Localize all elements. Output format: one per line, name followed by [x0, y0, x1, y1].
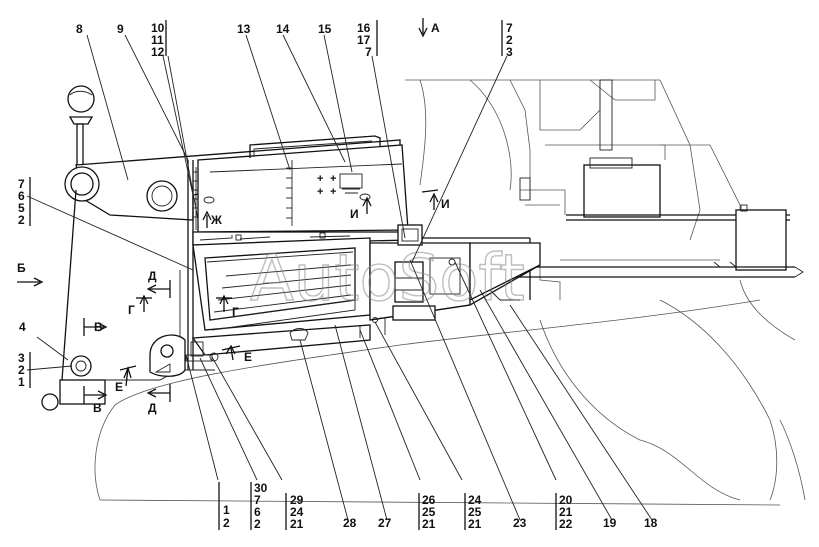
callout-6-bottom: 6: [254, 505, 261, 519]
tool-tray: [192, 231, 411, 331]
callout-17: 17: [357, 33, 371, 47]
callout-27: 27: [378, 516, 392, 530]
callout-22: 22: [559, 517, 573, 531]
view-label-v-top: В: [94, 320, 103, 334]
callout-21-a: 21: [290, 517, 304, 531]
callout-1-left: 1: [18, 375, 25, 389]
view-label-g-left: Г: [128, 303, 135, 317]
callout-4: 4: [19, 320, 26, 334]
callout-6-left: 6: [18, 189, 25, 203]
callout-21-c: 21: [468, 517, 482, 531]
view-label-d-top: Д: [148, 269, 157, 283]
ground-contour: [94, 279, 806, 506]
callout-11: 11: [151, 33, 164, 47]
callout-7-bottom: 7: [254, 493, 261, 507]
view-label-g-right: Г: [232, 305, 239, 319]
callout-15: 15: [318, 22, 332, 36]
view-label-e-right: Е: [244, 350, 252, 364]
callout-23: 23: [513, 516, 527, 530]
callout-2-topright: 2: [506, 33, 513, 47]
callout-18: 18: [644, 516, 658, 530]
callout-29: 29: [290, 493, 304, 507]
callout-5-left: 5: [18, 201, 25, 215]
callout-24-a: 24: [290, 505, 304, 519]
battery-box: [369, 224, 541, 335]
callout-19: 19: [603, 516, 617, 530]
callout-21-d: 21: [559, 505, 573, 519]
callout-numbers: 8 9 10 11 12 13 14 15 16 17 7 7 2 3 7 6 …: [18, 21, 658, 531]
view-label-v-bottom: В: [93, 401, 102, 415]
callout-7-left: 7: [18, 177, 25, 191]
callout-2-left-low: 2: [18, 363, 25, 377]
watermark-text: AutoSoft: [250, 242, 525, 316]
callout-25-b: 25: [468, 505, 482, 519]
svg-text:+: +: [330, 173, 336, 185]
callout-20: 20: [559, 493, 573, 507]
svg-text:+: +: [317, 186, 323, 198]
callout-3-topright: 3: [506, 45, 513, 59]
svg-text:+: +: [330, 186, 336, 198]
callout-21-b: 21: [422, 517, 436, 531]
view-label-i-left: И: [350, 207, 359, 221]
view-label-d-bottom: Д: [148, 401, 157, 415]
callout-9: 9: [117, 22, 124, 36]
callout-7-topright: 7: [506, 21, 513, 35]
callout-8: 8: [76, 22, 83, 36]
callout-26: 26: [422, 493, 436, 507]
callout-2-bottom: 2: [223, 516, 230, 530]
view-letters: А Б В В Д Д Г Г Е Е Ж И И: [17, 21, 450, 415]
callout-2-left: 2: [18, 213, 25, 227]
svg-text:+: +: [317, 173, 323, 185]
callout-3-left: 3: [18, 351, 25, 365]
callout-14: 14: [276, 22, 290, 36]
view-label-e-left: Е: [115, 380, 123, 394]
callout-24-b: 24: [468, 493, 482, 507]
view-label-i-right: И: [441, 197, 450, 211]
view-label-zh: Ж: [210, 213, 222, 227]
callout-13: 13: [237, 22, 251, 36]
callout-25-a: 25: [422, 505, 436, 519]
callout-30: 30: [254, 481, 268, 495]
callout-7-top: 7: [365, 45, 372, 59]
leader-lines: [26, 20, 653, 530]
view-label-a: А: [431, 21, 440, 35]
callout-2-bottom-b: 2: [254, 517, 261, 531]
top-storage-box: + + + +: [197, 135, 409, 233]
lower-shelf: [149, 324, 371, 377]
callout-16: 16: [357, 21, 371, 35]
callout-1-bottom: 1: [223, 503, 230, 517]
callout-28: 28: [343, 516, 357, 530]
view-label-b: Б: [17, 261, 26, 275]
callout-10: 10: [151, 21, 165, 35]
section-marks: [17, 18, 439, 404]
callout-12: 12: [151, 45, 165, 59]
